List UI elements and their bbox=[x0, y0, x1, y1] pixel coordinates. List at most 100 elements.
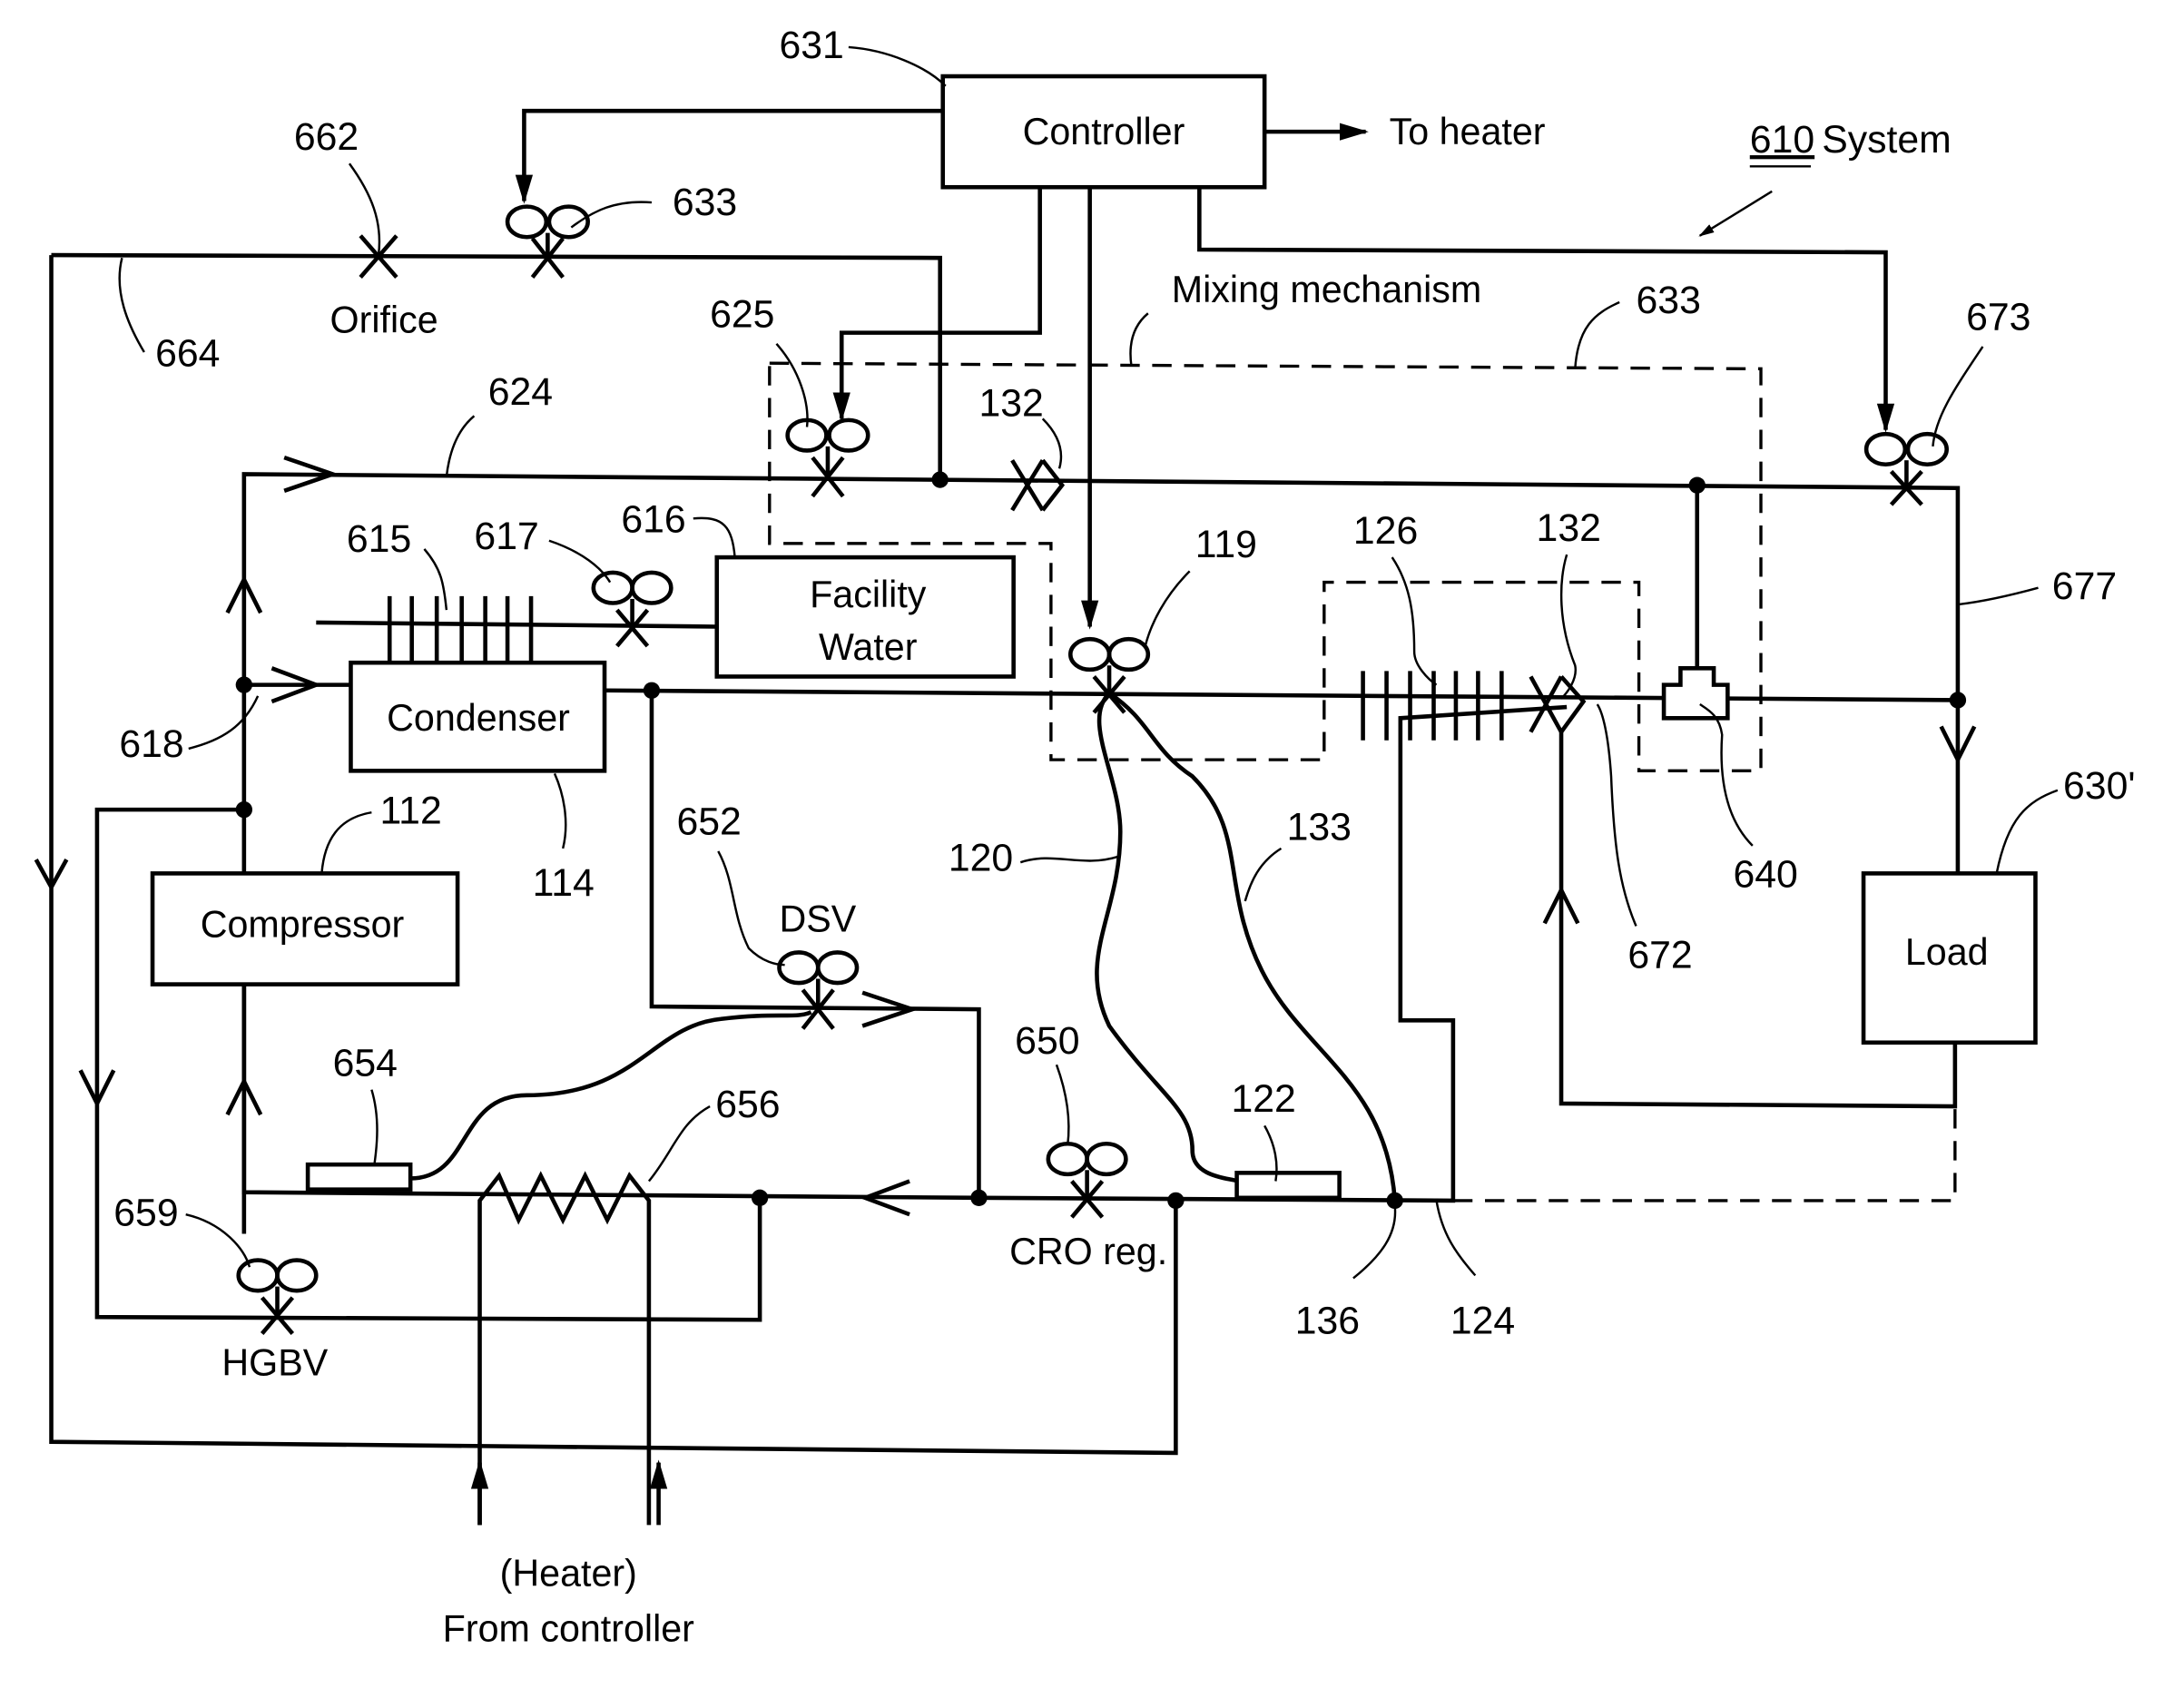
capillary-133 bbox=[1107, 691, 1398, 1202]
cro-regulator-650[interactable] bbox=[1046, 1141, 1128, 1219]
ref-126: 126 bbox=[1353, 509, 1418, 553]
valve-x-b bbox=[811, 456, 845, 498]
suction-line bbox=[241, 984, 979, 1201]
leader-677 bbox=[1957, 586, 2039, 606]
flow-arrow-624 bbox=[283, 455, 339, 493]
flow-arrow-return-up bbox=[1542, 885, 1580, 925]
leader-633-valve bbox=[570, 201, 653, 229]
ref-615: 615 bbox=[347, 517, 411, 561]
condenser-box bbox=[349, 660, 607, 773]
ref-652: 652 bbox=[676, 800, 741, 844]
ref-132-top: 132 bbox=[978, 381, 1043, 425]
ref-119: 119 bbox=[1195, 523, 1257, 566]
flow-arrow-664-down bbox=[34, 859, 69, 892]
condenser-outlet-line bbox=[605, 688, 1958, 702]
flow-arrow-dsv bbox=[861, 990, 919, 1028]
check-valve-seat bbox=[1559, 674, 1587, 733]
system-ref-number: 610 bbox=[1750, 118, 1814, 162]
valve-coil-icon bbox=[1106, 636, 1151, 672]
hgbv-label: HGBV bbox=[221, 1341, 328, 1383]
leader-616 bbox=[693, 516, 736, 558]
junction-dot bbox=[751, 1189, 769, 1207]
leader-112 bbox=[320, 810, 372, 874]
solenoid-valve-625[interactable] bbox=[785, 417, 870, 498]
facility-water-label-2: Water bbox=[819, 626, 918, 668]
mixing-mechanism-label: Mixing mechanism bbox=[1172, 269, 1481, 310]
flow-arrow-suction-up bbox=[225, 1076, 263, 1116]
compressor-box bbox=[150, 871, 460, 987]
expansion-valve-119[interactable] bbox=[1067, 636, 1151, 714]
leader-664 bbox=[118, 257, 145, 353]
leader-654 bbox=[370, 1089, 379, 1165]
load: Load bbox=[1861, 871, 2038, 1045]
load-box bbox=[1861, 871, 2038, 1045]
signal-line-673-valve bbox=[1197, 187, 1895, 433]
valve-coil-icon bbox=[1046, 1141, 1089, 1177]
valve-coil-icon bbox=[630, 570, 673, 605]
hot-gas-bypass-valve-659[interactable] bbox=[236, 1258, 319, 1336]
ref-124: 124 bbox=[1450, 1300, 1515, 1343]
leader-132-top bbox=[1041, 417, 1063, 469]
leader-mixing-mechanism bbox=[1129, 312, 1149, 367]
leader-640 bbox=[1699, 703, 1754, 847]
load-return-line bbox=[1558, 731, 1958, 1109]
ref-625: 625 bbox=[710, 293, 774, 337]
junction-dot bbox=[1167, 1192, 1185, 1210]
ref-662: 662 bbox=[294, 115, 359, 159]
ref-617: 617 bbox=[474, 515, 538, 558]
orifice-label: Orifice bbox=[330, 299, 438, 341]
leader-615 bbox=[423, 548, 448, 611]
ref-650: 650 bbox=[1015, 1019, 1079, 1063]
valve-coil-icon bbox=[1067, 636, 1112, 672]
leader-662 bbox=[348, 162, 381, 256]
facility-water-label-1: Facility bbox=[810, 574, 927, 615]
valve-x-b bbox=[530, 237, 565, 279]
system-pointer-arrow bbox=[1698, 190, 1773, 237]
ref-618: 618 bbox=[119, 722, 183, 766]
heater-note-line2: From controller bbox=[443, 1608, 695, 1650]
ref-656: 656 bbox=[715, 1083, 780, 1126]
leader-617 bbox=[548, 539, 612, 584]
ref-114: 114 bbox=[533, 861, 595, 905]
leader-114 bbox=[553, 772, 567, 849]
leader-625 bbox=[775, 343, 809, 427]
sensor-122 bbox=[1234, 1171, 1342, 1201]
junction-dot bbox=[970, 1189, 988, 1207]
system-label: System bbox=[1822, 118, 1952, 162]
desuperheat-line bbox=[649, 690, 981, 1198]
valve-coil-icon bbox=[546, 204, 590, 240]
ref-654: 654 bbox=[333, 1041, 398, 1085]
desuperheat-valve-652[interactable] bbox=[777, 950, 860, 1030]
solenoid-valve-617[interactable] bbox=[591, 570, 673, 648]
system-ref: 610 bbox=[1750, 118, 1814, 162]
leader-633-mixing bbox=[1574, 300, 1620, 369]
leader-122 bbox=[1263, 1124, 1278, 1182]
ref-132-right: 132 bbox=[1537, 506, 1601, 550]
orifice-x-b bbox=[359, 234, 398, 280]
leader-132-right bbox=[1559, 554, 1578, 700]
solenoid-valve-673[interactable] bbox=[1863, 431, 1949, 506]
valve-coil-icon bbox=[1863, 431, 1908, 467]
leader-119 bbox=[1144, 570, 1191, 647]
to-heater-label: To heater bbox=[1390, 111, 1546, 152]
leader-650 bbox=[1055, 1064, 1070, 1145]
flow-arrow-hgbv-down bbox=[78, 1069, 116, 1109]
leader-124 bbox=[1435, 1200, 1477, 1277]
flow-arrow-up-618 bbox=[225, 574, 263, 614]
ref-112: 112 bbox=[380, 789, 442, 832]
check-valve-132-right bbox=[1529, 674, 1587, 733]
valve-coil-icon bbox=[1905, 431, 1949, 467]
facility-water: Facility Water bbox=[714, 555, 1016, 679]
solenoid-valve-633[interactable] bbox=[505, 204, 590, 279]
facility-water-box bbox=[714, 555, 1016, 679]
compressor-label: Compressor bbox=[201, 904, 405, 946]
ref-136: 136 bbox=[1295, 1300, 1360, 1343]
ref-122: 122 bbox=[1231, 1077, 1295, 1121]
ref-630: 630' bbox=[2063, 764, 2136, 808]
valve-x-b bbox=[801, 988, 835, 1030]
sensor-654-capillary bbox=[410, 1010, 812, 1181]
leader-126 bbox=[1391, 556, 1438, 686]
heater-656 bbox=[477, 1171, 652, 1526]
capillary-120 bbox=[1095, 692, 1239, 1183]
check-valve-132-top bbox=[1010, 458, 1066, 512]
